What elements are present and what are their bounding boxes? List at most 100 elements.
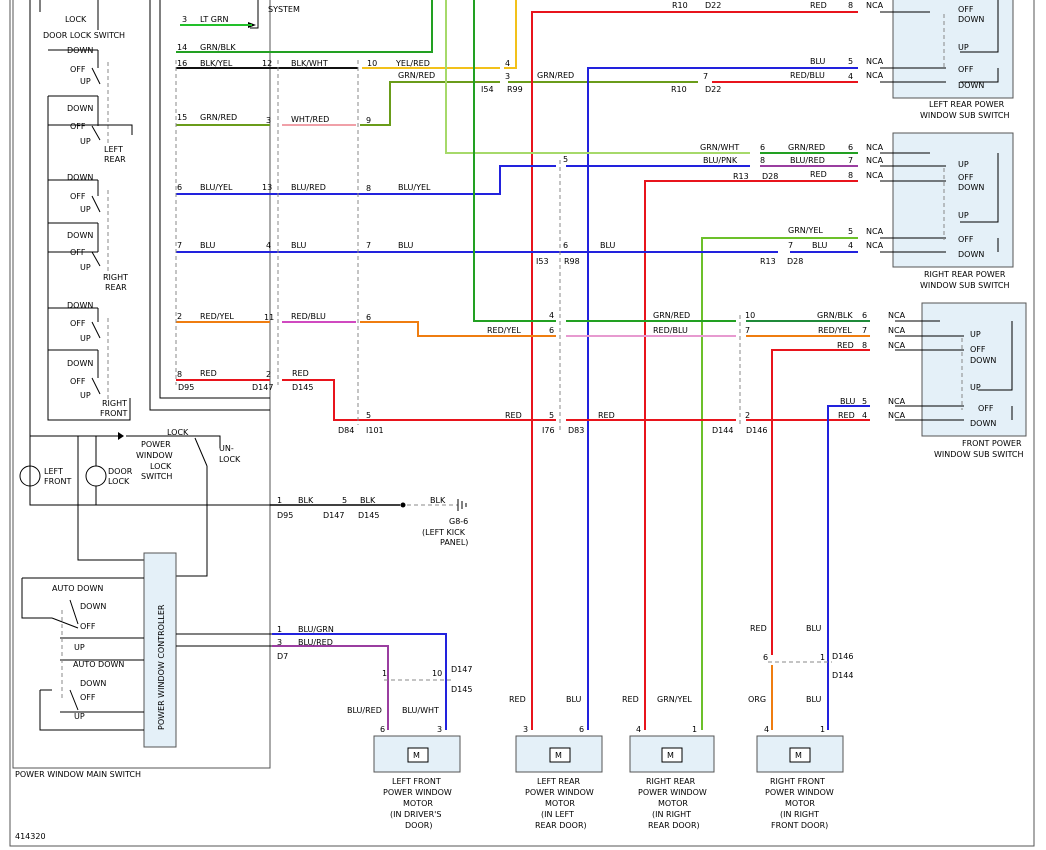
motor-label: MOTOR — [658, 799, 688, 808]
wire-label: RED — [810, 170, 827, 179]
pwl-switch-label: LOCK — [150, 462, 172, 471]
pin-label: 2 — [177, 312, 182, 321]
pos-off: OFF — [70, 319, 86, 328]
main-switch-inner-line — [149, 0, 270, 411]
pos-down: DOWN — [67, 173, 93, 182]
pos-down: DOWN — [958, 15, 984, 24]
wire-red-lr — [531, 11, 858, 730]
pwl-switch-lines — [30, 435, 272, 577]
sub-switch-box — [921, 302, 1027, 437]
wire-label: RED — [837, 341, 854, 350]
wire-label: BLK — [430, 496, 446, 505]
pin-label: 3 — [505, 72, 510, 81]
motor-label: FRONT DOOR) — [771, 821, 828, 830]
wire-blu-red-lf — [272, 645, 389, 730]
pos-off: OFF — [958, 65, 974, 74]
wire-label: GRN/RED — [398, 71, 435, 80]
pos-off: OFF — [70, 65, 86, 74]
nca-label: NCA — [866, 227, 884, 236]
pos-off: OFF — [958, 5, 974, 14]
pin-label: 1 — [382, 669, 387, 678]
nca-label: NCA — [866, 241, 884, 250]
lock-label: LOCK — [65, 15, 87, 24]
pwl-lock-label: LOCK — [167, 428, 189, 437]
connector-label: D84 — [338, 426, 354, 435]
group-left-rear: LEFT — [104, 145, 123, 154]
nca-label: NCA — [866, 156, 884, 165]
sub-switch-label: WINDOW SUB SWITCH — [920, 281, 1010, 290]
pin-label: 2 — [266, 370, 271, 379]
wire-label: BLU/WHT — [402, 706, 439, 715]
wire-label: BLK — [360, 496, 376, 505]
wire-label: BLU — [840, 397, 856, 406]
led-label: LEFT — [44, 467, 63, 476]
wire-label: GRN/RED — [653, 311, 690, 320]
wire-red-rf — [771, 349, 870, 655]
motor-label: (IN RIGHT — [780, 810, 819, 819]
pos-up: UP — [958, 211, 969, 220]
pin-label: 3 — [277, 638, 282, 647]
main-switch-outline — [12, 0, 271, 769]
sub-switch-lines — [895, 320, 1013, 421]
controller-outputs — [176, 633, 272, 647]
wire-label: BLU — [810, 57, 826, 66]
connector-label: R99 — [507, 85, 523, 94]
wire-label: BLU — [600, 241, 616, 250]
connector-label: D28 — [787, 257, 803, 266]
pin-label: 3 — [437, 725, 442, 734]
wire-blu-yel — [176, 165, 556, 195]
wire-blu-grn-lf — [272, 633, 447, 730]
sub-switch-label: FRONT POWER — [962, 439, 1022, 448]
wire-label: RED — [292, 369, 309, 378]
pin-label: 8 — [848, 1, 853, 10]
connector-label: D147 — [323, 511, 344, 520]
pin-label: 7 — [703, 72, 708, 81]
pos-up: UP — [74, 712, 85, 721]
sub-switch-label: RIGHT REAR POWER — [924, 270, 1006, 279]
wire-label: BLU/RED — [790, 156, 825, 165]
motor-label: MOTOR — [403, 799, 433, 808]
pin-label: 5 — [563, 155, 568, 164]
pin-label: 8 — [848, 171, 853, 180]
pin-label: 6 — [563, 241, 568, 250]
led-label: LOCK — [108, 477, 130, 486]
connector-label: I53 — [536, 257, 549, 266]
pin-label: 5 — [549, 411, 554, 420]
auto-down-label: AUTO DOWN — [73, 660, 124, 669]
motor-label: MOTOR — [545, 799, 575, 808]
pin-label: 10 — [367, 59, 377, 68]
nca-label: NCA — [866, 171, 884, 180]
wire-label: BLK/YEL — [200, 59, 233, 68]
pin-label: 1 — [820, 653, 825, 662]
pos-off: OFF — [80, 693, 96, 702]
pin-label: 8 — [177, 370, 182, 379]
wire-label: RED — [750, 624, 767, 633]
connector-label: D147 — [451, 665, 472, 674]
wire-label: BLU — [812, 241, 828, 250]
pos-down: DOWN — [67, 359, 93, 368]
motor-label: REAR DOOR) — [648, 821, 700, 830]
connector-label: I76 — [542, 426, 555, 435]
nca-label: NCA — [888, 341, 906, 350]
motor-label: RIGHT REAR — [646, 777, 696, 786]
connector-label: D83 — [568, 426, 584, 435]
wire-label: RED/YEL — [200, 312, 234, 321]
connector-label: I54 — [481, 85, 494, 94]
group-right-rear: RIGHT — [103, 273, 128, 282]
pin-label: 3 — [266, 116, 271, 125]
pin-label: 7 — [745, 326, 750, 335]
connector-label: D145 — [451, 685, 472, 694]
left-front-motor: M LEFT FRONT POWER WINDOW MOTOR (IN DRIV… — [373, 735, 461, 830]
pin-label: 7 — [177, 241, 182, 250]
pos-up: UP — [80, 137, 91, 146]
ground-label: (LEFT KICK — [422, 528, 466, 537]
nca-label: NCA — [866, 1, 884, 10]
ground-icon — [457, 499, 467, 511]
wire-label: RED — [200, 369, 217, 378]
door-lock-switch-lines — [39, 0, 99, 30]
pwl-switch-label: WINDOW — [136, 451, 173, 460]
wire-label: YEL/RED — [395, 59, 430, 68]
ground-label: G8-6 — [449, 517, 468, 526]
pin-label: 6 — [862, 311, 867, 320]
motor-icon — [661, 747, 683, 763]
